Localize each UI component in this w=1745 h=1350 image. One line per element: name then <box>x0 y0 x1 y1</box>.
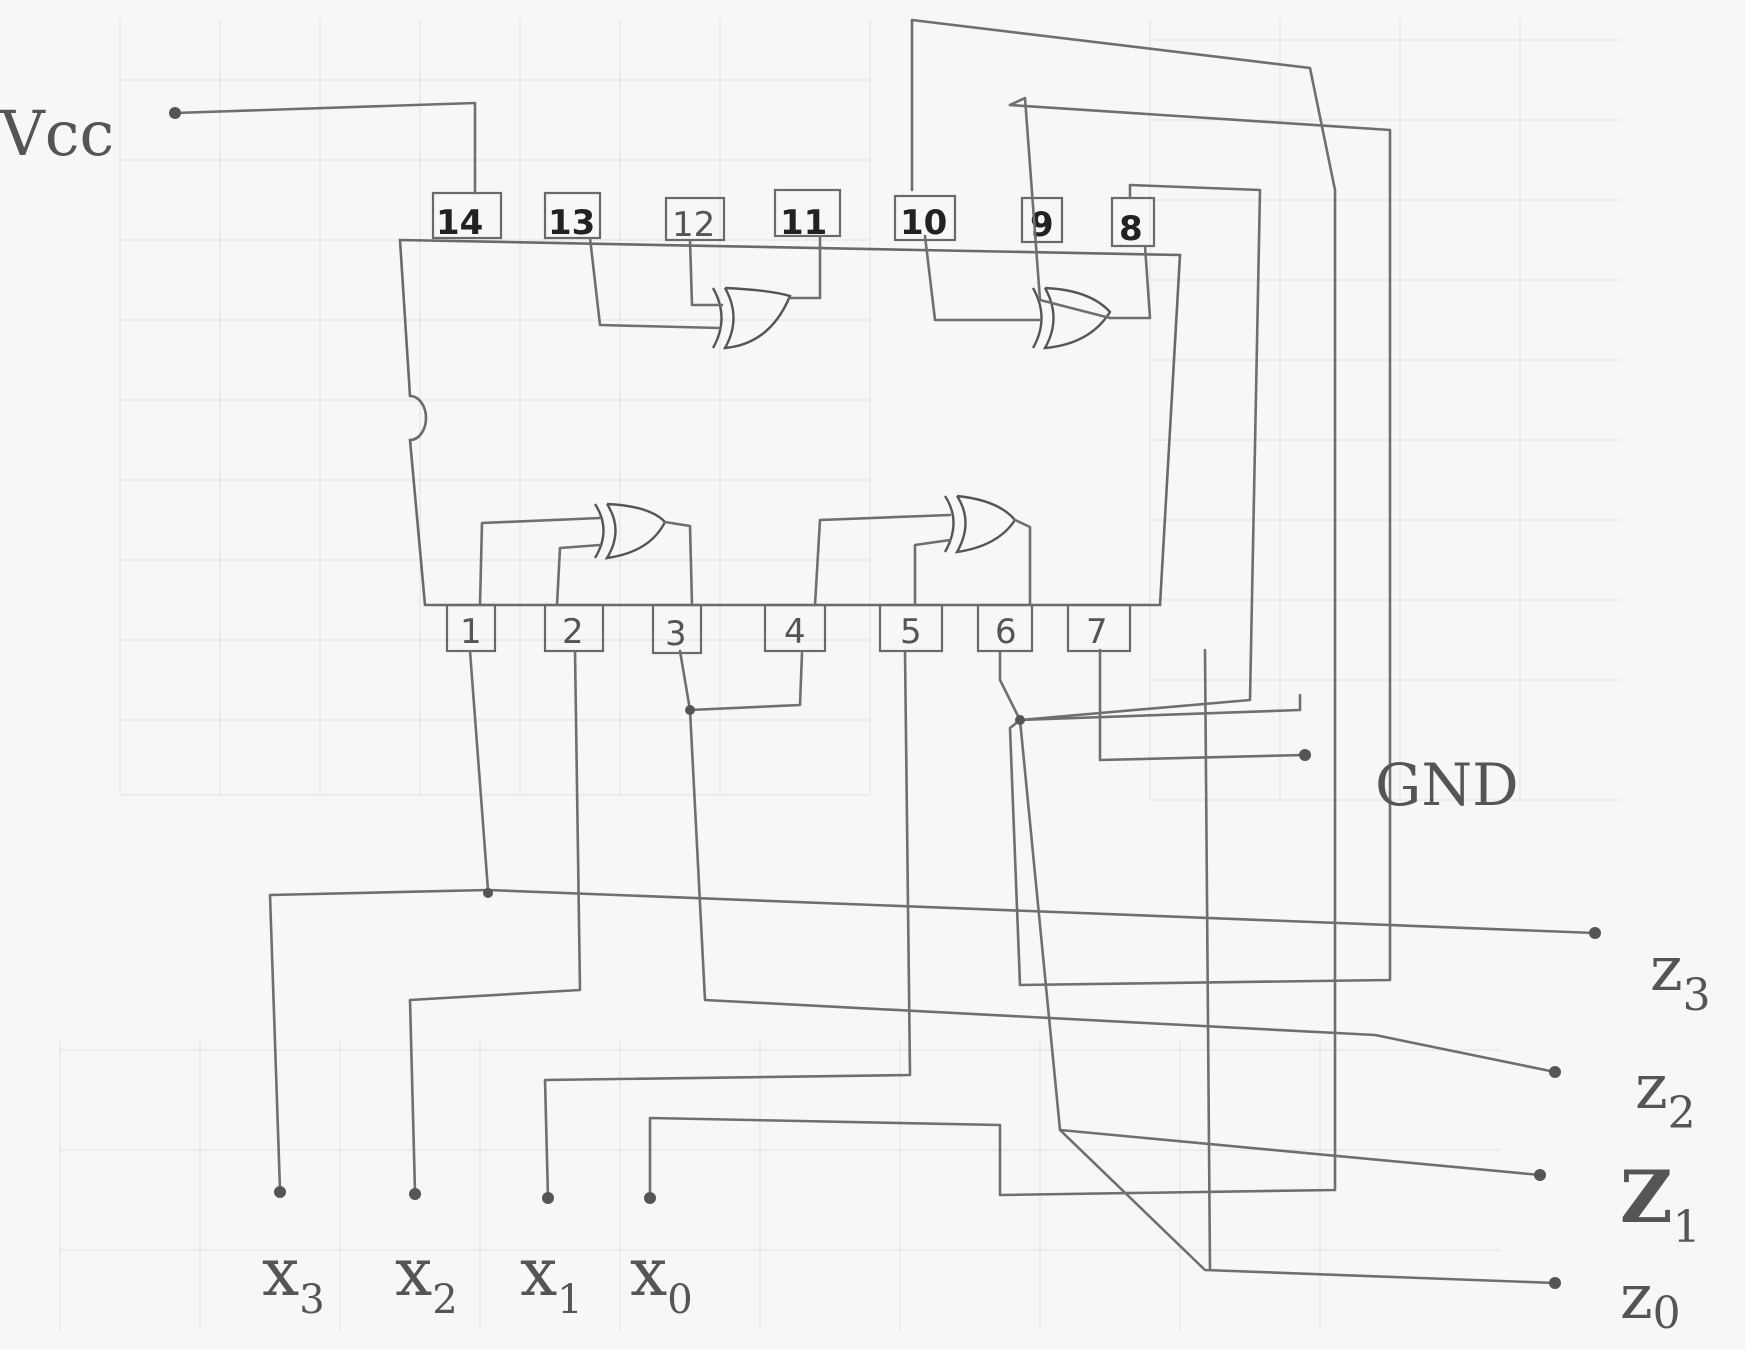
pin-2-label: 2 <box>562 612 584 652</box>
input-x2-label: x2 <box>395 1234 458 1323</box>
pin-6-label: 6 <box>995 612 1017 652</box>
input-labels: x3 x2 x1 x0 <box>262 1234 693 1323</box>
output-z2-label: z2 <box>1635 1050 1696 1139</box>
input-x0-label: x0 <box>630 1234 693 1323</box>
external-wiring <box>173 18 1597 1285</box>
output-z1-label: Z1 <box>1620 1154 1701 1253</box>
pin-14-label: 14 <box>436 203 483 243</box>
z1-terminal <box>1534 1169 1546 1181</box>
bottom-pin-labels: 1 2 3 4 5 6 7 <box>460 612 1108 654</box>
x1-terminal <box>542 1192 554 1204</box>
output-labels: z3 z2 Z1 z0 <box>1620 932 1711 1339</box>
x3-terminal <box>274 1186 286 1198</box>
grid-paper <box>59 20 1620 1330</box>
output-z3-label: z3 <box>1650 932 1711 1021</box>
top-pins <box>431 188 1156 248</box>
z3-terminal <box>1589 927 1601 939</box>
input-x3-label: x3 <box>262 1234 325 1323</box>
output-z0-label: z0 <box>1620 1260 1681 1339</box>
x2-terminal <box>409 1188 421 1200</box>
pin-10-label: 10 <box>900 203 947 243</box>
xor-gate-top-right <box>1031 286 1112 350</box>
z2-terminal <box>1549 1066 1561 1078</box>
vcc-terminal <box>169 107 181 119</box>
gnd-terminal <box>1299 749 1311 761</box>
pin-3-label: 3 <box>665 614 687 654</box>
pin-7-label: 7 <box>1086 612 1108 652</box>
top-pin-labels: 14 13 12 11 10 9 8 <box>436 203 1143 249</box>
pin-8-label: 8 <box>1119 209 1143 249</box>
pin-4-label: 4 <box>784 612 806 652</box>
pin-1-label: 1 <box>460 612 482 652</box>
xor-gate-bottom-right <box>943 494 1017 554</box>
internal-wiring <box>478 96 1152 607</box>
vcc-label: Vcc <box>0 97 114 170</box>
xor-gate-bottom-left <box>593 502 667 560</box>
ic-body <box>398 238 1182 607</box>
x0-terminal <box>644 1192 656 1204</box>
pin-12-label: 12 <box>672 205 715 245</box>
junctions <box>483 705 1025 898</box>
pin-13-label: 13 <box>548 203 595 243</box>
z0-terminal <box>1549 1277 1561 1289</box>
gnd-label: GND <box>1375 751 1519 819</box>
xor-gate-top-left <box>711 286 792 350</box>
input-x1-label: x1 <box>520 1234 583 1323</box>
pin-5-label: 5 <box>900 612 922 652</box>
terminals <box>169 107 1601 1289</box>
